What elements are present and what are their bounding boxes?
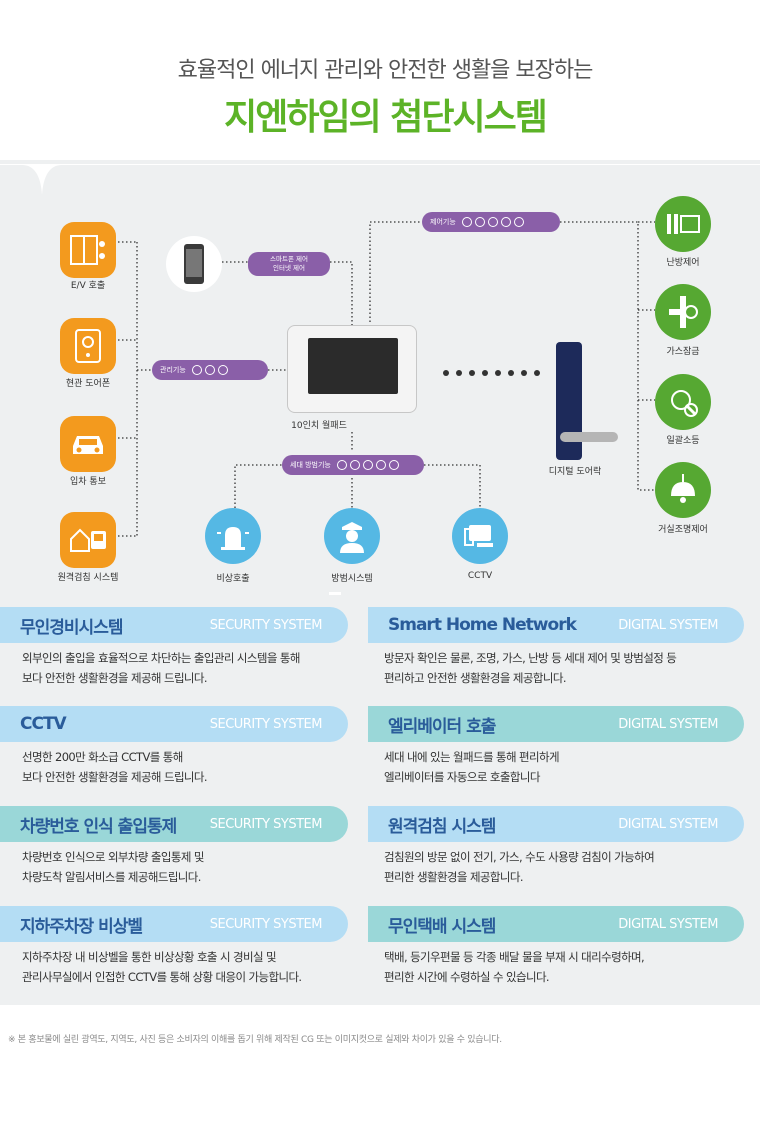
- wallpad-device: [287, 325, 417, 413]
- section-bar-parcel: 무인택배 시스템 DIGITAL SYSTEM: [368, 906, 744, 942]
- light-off-icon: [655, 374, 711, 430]
- control-pill: 제어기능: [422, 212, 560, 232]
- section-desc: 세대 내에 있는 월패드를 통해 편리하게 엘리베이터를 자동으로 호출합니다: [384, 747, 560, 787]
- doorphone-icon: [60, 318, 116, 374]
- section-tag: DIGITAL SYSTEM: [618, 617, 718, 633]
- desc-line: 편리한 생활환경을 제공합니다.: [384, 870, 524, 884]
- manage-pill: 관리기능: [152, 360, 268, 380]
- section-bar-cctv: CCTV SECURITY SYSTEM: [0, 706, 348, 742]
- divider-mark: [329, 592, 341, 595]
- door-lock-device: [556, 342, 582, 460]
- section-bar-smart-home: Smart Home Network DIGITAL SYSTEM: [368, 607, 744, 643]
- desc-line: 관리사무실에서 인접한 CCTV를 통해 상황 대응이 가능합니다.: [22, 970, 302, 984]
- section-desc: 선명한 200만 화소급 CCTV를 통해 보다 안전한 생활환경을 제공해 드…: [22, 747, 208, 787]
- desc-line: 방문자 확인은 물론, 조명, 가스, 난방 등 세대 제어 및 방범설정 등: [384, 651, 677, 665]
- desc-line: 차량번호 인식으로 외부차량 출입통제 및: [22, 850, 204, 864]
- system-diagram: E/V 호출 현관 도어폰 입차 통보 원격검침 시스템 스마트폰 제어 인터넷…: [0, 160, 770, 600]
- footnote: ※ 본 홍보물에 실린 광역도, 지역도, 사진 등은 소비자의 이해를 돕기 …: [8, 1035, 502, 1045]
- desc-line: 편리하고 안전한 생활환경을 제공합니다.: [384, 671, 566, 685]
- guard-icon: [324, 508, 380, 564]
- desc-line: 지하주차장 내 비상벨을 통한 비상상황 호출 시 경비실 및: [22, 950, 277, 964]
- section-desc: 검침원의 방문 없이 전기, 가스, 수도 사용량 검침이 가능하여 편리한 생…: [384, 847, 655, 887]
- desc-line: 엘리베이터를 자동으로 호출합니다: [384, 770, 540, 784]
- wallpad-screen: [308, 338, 398, 394]
- section-desc: 방문자 확인은 물론, 조명, 가스, 난방 등 세대 제어 및 방범설정 등 …: [384, 648, 677, 688]
- label-cctv: CCTV: [467, 571, 493, 581]
- smartphone-pill: 스마트폰 제어 인터넷 제어: [248, 252, 330, 276]
- meter-icon: [60, 512, 116, 568]
- smartphone-icon: [166, 236, 222, 292]
- label-heating: 난방제어: [666, 258, 700, 268]
- section-tag: DIGITAL SYSTEM: [618, 916, 718, 932]
- label-door-lock: 디지털 도어락: [548, 467, 602, 477]
- desc-line: 보다 안전한 생활환경을 제공해 드립니다.: [22, 770, 208, 784]
- section-title: 무인택배 시스템: [388, 916, 496, 937]
- section-desc: 외부인의 출입을 효율적으로 차단하는 출입관리 시스템을 통해 보다 안전한 …: [22, 648, 300, 688]
- section-title: CCTV: [20, 714, 67, 734]
- section-title: Smart Home Network: [388, 615, 577, 635]
- section-bar-remote-meter: 원격검침 시스템 DIGITAL SYSTEM: [368, 806, 744, 842]
- section-title: 원격검침 시스템: [388, 816, 496, 837]
- label-living-light: 거실조명제어: [658, 525, 708, 535]
- section-tag: DIGITAL SYSTEM: [618, 816, 718, 832]
- control-pill-label: 제어기능: [430, 218, 456, 226]
- manage-pill-icons: [191, 365, 228, 375]
- label-security-system: 방범시스템: [331, 574, 373, 584]
- elevator-icon: [60, 222, 116, 278]
- section-tag: SECURITY SYSTEM: [209, 916, 323, 932]
- section-bar-unmanned-security: 무인경비시스템 SECURITY SYSTEM: [0, 607, 348, 643]
- label-light-off: 일괄소등: [666, 436, 700, 446]
- manage-pill-label: 관리기능: [160, 366, 186, 374]
- content-panel: [0, 160, 770, 1005]
- section-tag: SECURITY SYSTEM: [209, 617, 323, 633]
- security-pill: 세대 방범기능: [282, 455, 424, 475]
- desc-line: 차량도착 알림서비스를 제공해드립니다.: [22, 870, 201, 884]
- connector-lines: [118, 221, 655, 537]
- section-bar-plate-recognition: 차량번호 인식 출입통제 SECURITY SYSTEM: [0, 806, 348, 842]
- desc-line: 세대 내에 있는 월패드를 통해 편리하게: [384, 750, 560, 764]
- header-title: 지엔하임의 첨단시스템: [224, 97, 548, 138]
- section-desc: 지하주차장 내 비상벨을 통한 비상상황 호출 시 경비실 및 관리사무실에서 …: [22, 947, 302, 987]
- section-title: 지하주차장 비상벨: [20, 916, 143, 937]
- living-light-icon: [655, 462, 711, 518]
- label-wallpad: 10인치 월패드: [291, 421, 347, 431]
- header: 효율적인 에너지 관리와 안전한 생활을 보장하는 지엔하임의 첨단시스템: [0, 0, 770, 160]
- gas-lock-icon: [655, 284, 711, 340]
- desc-line: 외부인의 출입을 효율적으로 차단하는 출입관리 시스템을 통해: [22, 651, 300, 665]
- header-subtitle: 효율적인 에너지 관리와 안전한 생활을 보장하는: [177, 58, 594, 83]
- emergency-call-icon: [205, 508, 261, 564]
- section-title: 차량번호 인식 출입통제: [20, 816, 177, 837]
- label-doorphone: 현관 도어폰: [65, 379, 111, 389]
- security-pill-icons: [336, 460, 399, 470]
- heating-icon: [655, 196, 711, 252]
- panel-edge: [760, 160, 770, 1005]
- desc-line: 보다 안전한 생활환경을 제공해 드립니다.: [22, 671, 208, 685]
- section-desc: 차량번호 인식으로 외부차량 출입통제 및 차량도착 알림서비스를 제공해드립니…: [22, 847, 204, 887]
- car-icon: [60, 416, 116, 472]
- section-desc: 택배, 등기우편물 등 각종 배달 물을 부재 시 대리수령하며, 편리한 시간…: [384, 947, 645, 987]
- label-remote-meter: 원격검침 시스템: [57, 573, 119, 583]
- label-ev-call: E/V 호출: [70, 281, 106, 291]
- section-bar-parking-bell: 지하주차장 비상벨 SECURITY SYSTEM: [0, 906, 348, 942]
- section-tag: SECURITY SYSTEM: [209, 716, 323, 732]
- section-title: 엘리베이터 호출: [388, 716, 496, 737]
- cctv-icon: [452, 508, 508, 564]
- door-lock-handle: [560, 432, 618, 442]
- section-title: 무인경비시스템: [20, 617, 123, 638]
- desc-line: 택배, 등기우편물 등 각종 배달 물을 부재 시 대리수령하며,: [384, 950, 645, 964]
- section-tag: SECURITY SYSTEM: [209, 816, 323, 832]
- security-pill-label: 세대 방범기능: [290, 461, 331, 469]
- section-bar-elevator: 엘리베이터 호출 DIGITAL SYSTEM: [368, 706, 744, 742]
- section-tag: DIGITAL SYSTEM: [618, 716, 718, 732]
- label-car-arrival: 입차 통보: [70, 477, 106, 487]
- label-emergency-call: 비상호출: [216, 574, 250, 584]
- desc-line: 검침원의 방문 없이 전기, 가스, 수도 사용량 검침이 가능하여: [384, 850, 655, 864]
- control-pill-icons: [461, 217, 524, 227]
- desc-line: 편리한 시간에 수령하실 수 있습니다.: [384, 970, 550, 984]
- desc-line: 선명한 200만 화소급 CCTV를 통해: [22, 750, 183, 764]
- label-gas-lock: 가스잠금: [666, 347, 700, 357]
